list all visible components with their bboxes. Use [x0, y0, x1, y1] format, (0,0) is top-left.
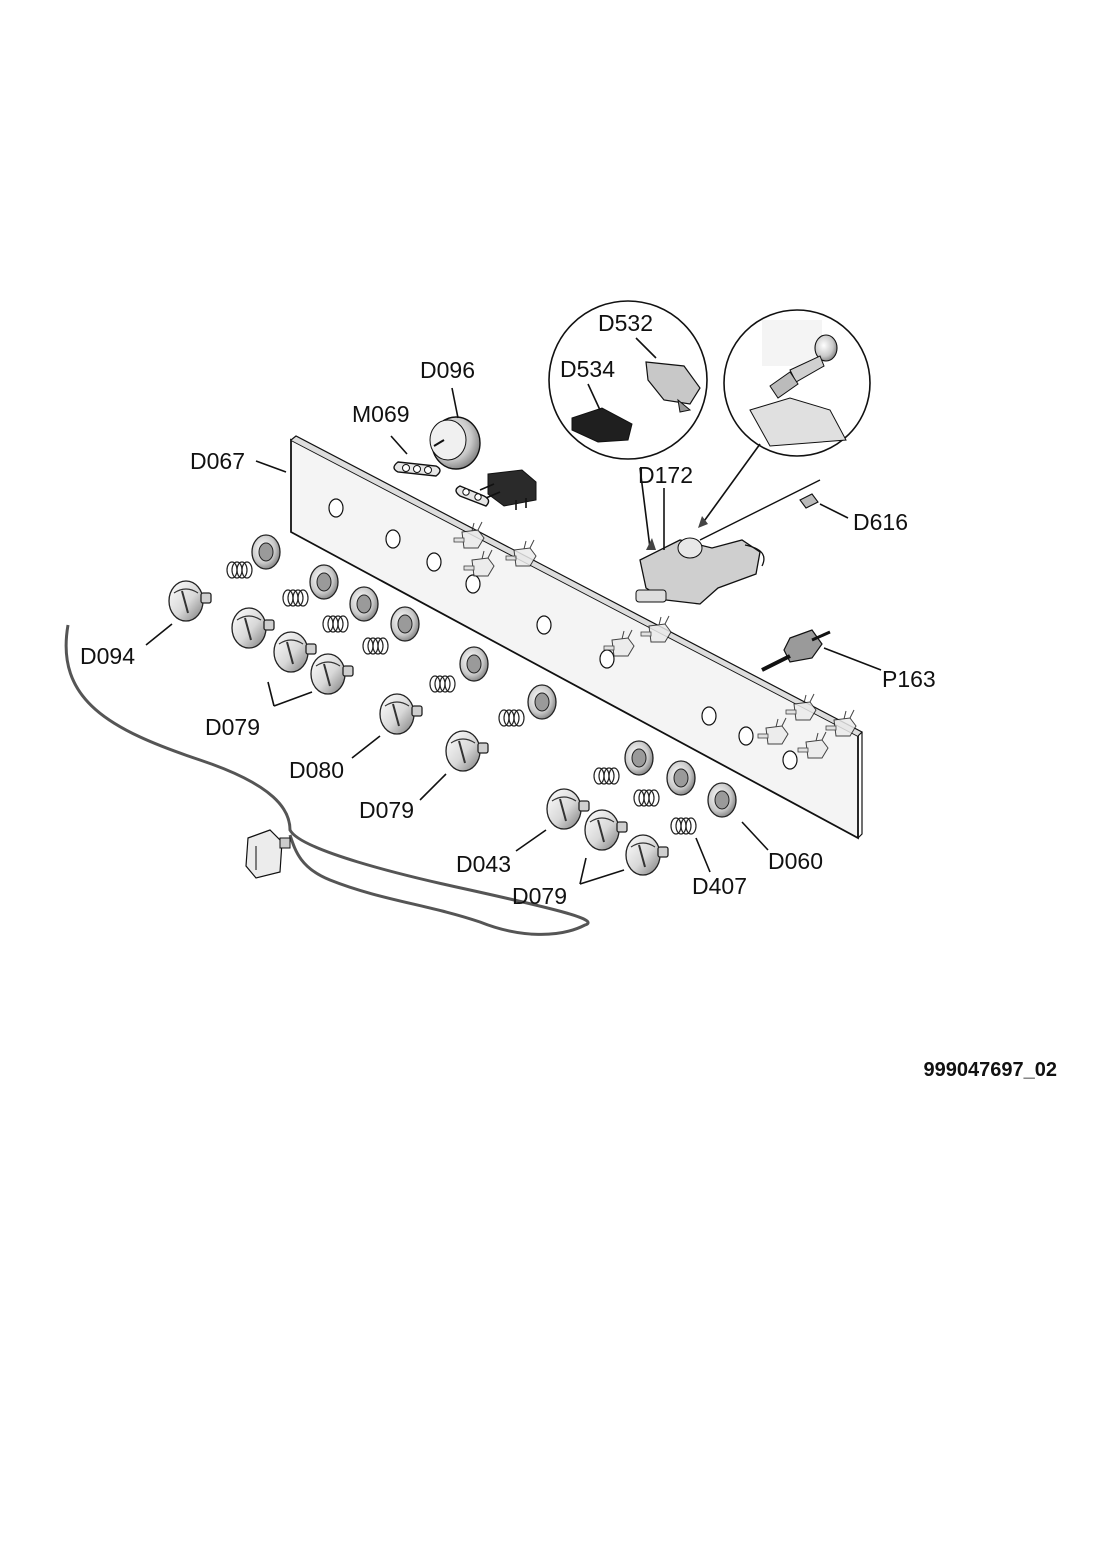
clip-part: [799, 493, 819, 509]
alternative-knob-bracket: [64, 624, 590, 936]
label-d407: D407: [692, 873, 747, 899]
label-d172: D172: [638, 462, 693, 488]
detail-circle-microswitch: [548, 300, 708, 460]
leader-lines: [145, 337, 882, 885]
gasket-part: [393, 461, 490, 507]
label-d079-lower-right: D079: [512, 883, 567, 909]
control-panel: [290, 435, 864, 840]
label-d094: D094: [80, 643, 135, 669]
label-d096: D096: [420, 357, 475, 383]
label-d060: D060: [768, 848, 823, 874]
label-d067: D067: [190, 448, 245, 474]
timer-part: [429, 416, 481, 470]
label-d079-upper-left: D079: [205, 714, 260, 740]
label-m069: M069: [352, 401, 410, 427]
label-d043: D043: [456, 851, 511, 877]
part-labels: D532 D534 D096 M069 D067 D172 D616 D094 …: [80, 310, 936, 909]
detail-circle-thermocouple: [723, 309, 871, 457]
label-d534: D534: [560, 356, 615, 382]
gas-valve-assembly-part: [635, 479, 821, 605]
label-d616: D616: [853, 509, 908, 535]
label-d080: D080: [289, 757, 344, 783]
gas-tap-part: [761, 629, 831, 672]
label-d532: D532: [598, 310, 653, 336]
label-d079-middle: D079: [359, 797, 414, 823]
document-number: 999047697_02: [924, 1059, 1057, 1081]
switch-block-part: [479, 469, 537, 510]
label-p163: P163: [882, 666, 936, 692]
